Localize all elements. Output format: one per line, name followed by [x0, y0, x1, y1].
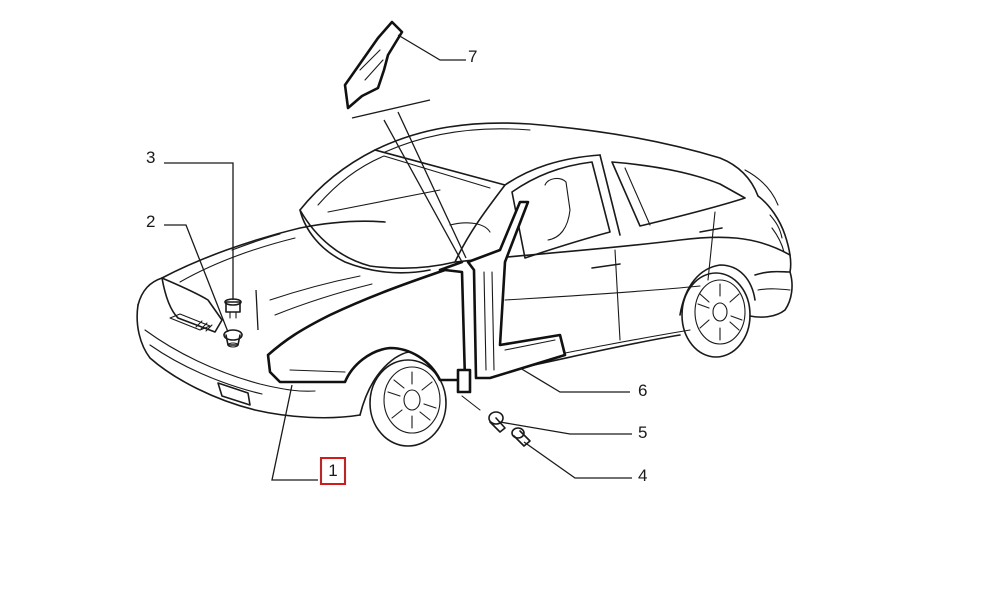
part-7-bracket — [343, 20, 404, 110]
part-5-screw — [488, 411, 506, 433]
part-4-screw — [511, 427, 531, 447]
callout-6: 6 — [638, 381, 648, 400]
part-2-clip — [223, 329, 243, 348]
rear-wheel — [679, 264, 756, 358]
part-3-clip — [224, 298, 242, 319]
callout-7: 7 — [468, 47, 478, 66]
part-6-pillar-sill — [456, 200, 567, 411]
front-wheel — [369, 359, 447, 447]
callout-4: 4 — [638, 466, 648, 485]
callout-3: 3 — [146, 148, 156, 167]
callout-2: 2 — [146, 212, 156, 231]
part-1-front-wing — [266, 260, 467, 384]
callout-1-highlighted: 1 — [320, 457, 346, 485]
leader-lines — [164, 34, 632, 481]
callout-5: 5 — [638, 423, 648, 442]
